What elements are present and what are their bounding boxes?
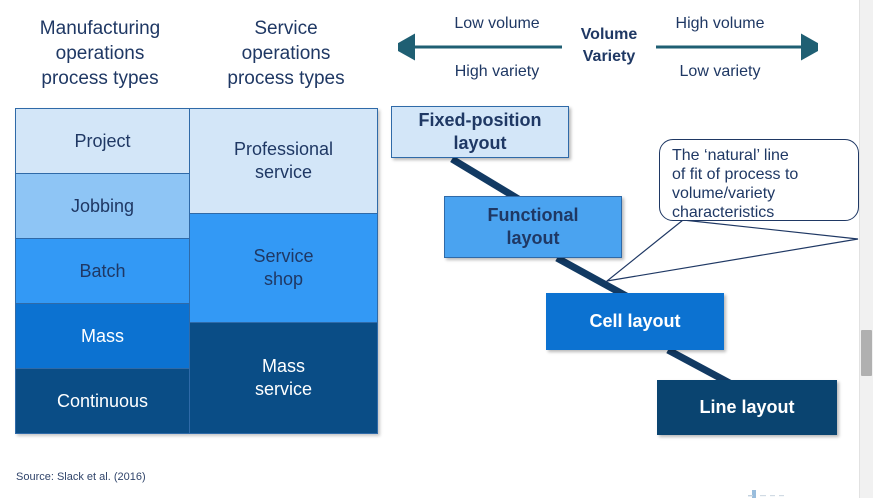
- layout-box-fixed-position[interactable]: Fixed-position layout: [391, 106, 569, 158]
- table-cell-manufacturing-0: Project: [16, 109, 189, 174]
- axis-label-high-volume: High volume: [675, 15, 765, 32]
- table-cell-manufacturing-2: Batch: [16, 239, 189, 304]
- scrollbar-track[interactable]: [859, 0, 873, 498]
- axis-label-high-variety: High variety: [454, 63, 540, 80]
- table-cell-manufacturing-3: Mass: [16, 304, 189, 369]
- table-cell-manufacturing-4: Continuous: [16, 369, 189, 433]
- axis-label-low-variety: Low variety: [679, 63, 761, 80]
- heading-service-process-types: Service operations process types: [227, 18, 345, 89]
- layout-box-cell[interactable]: Cell layout: [546, 293, 724, 350]
- axis-label-low-volume: Low volume: [454, 15, 540, 32]
- source-citation: Source: Slack et al. (2016): [16, 471, 146, 483]
- axis-arrows-icon: [398, 33, 818, 61]
- volume-variety-axis: Low volume High variety High volume Low …: [398, 14, 818, 96]
- table-cell-service-0: Professional service: [190, 109, 377, 214]
- axis-center-label: Volume Variety: [580, 26, 638, 65]
- table-cell-manufacturing-1: Jobbing: [16, 174, 189, 239]
- partial-logo-icon: [748, 490, 784, 498]
- scrollbar-thumb[interactable]: [861, 330, 872, 376]
- table-cell-service-2: Mass service: [190, 323, 377, 433]
- layout-box-line[interactable]: Line layout: [657, 380, 837, 435]
- heading-manufacturing-process-types: Manufacturing operations process types: [39, 18, 161, 89]
- table-cell-service-1: Service shop: [190, 214, 377, 323]
- natural-line-of-fit-callout: The ‘natural’ line of fit of process to …: [659, 139, 859, 221]
- layout-box-functional[interactable]: Functional layout: [444, 196, 622, 258]
